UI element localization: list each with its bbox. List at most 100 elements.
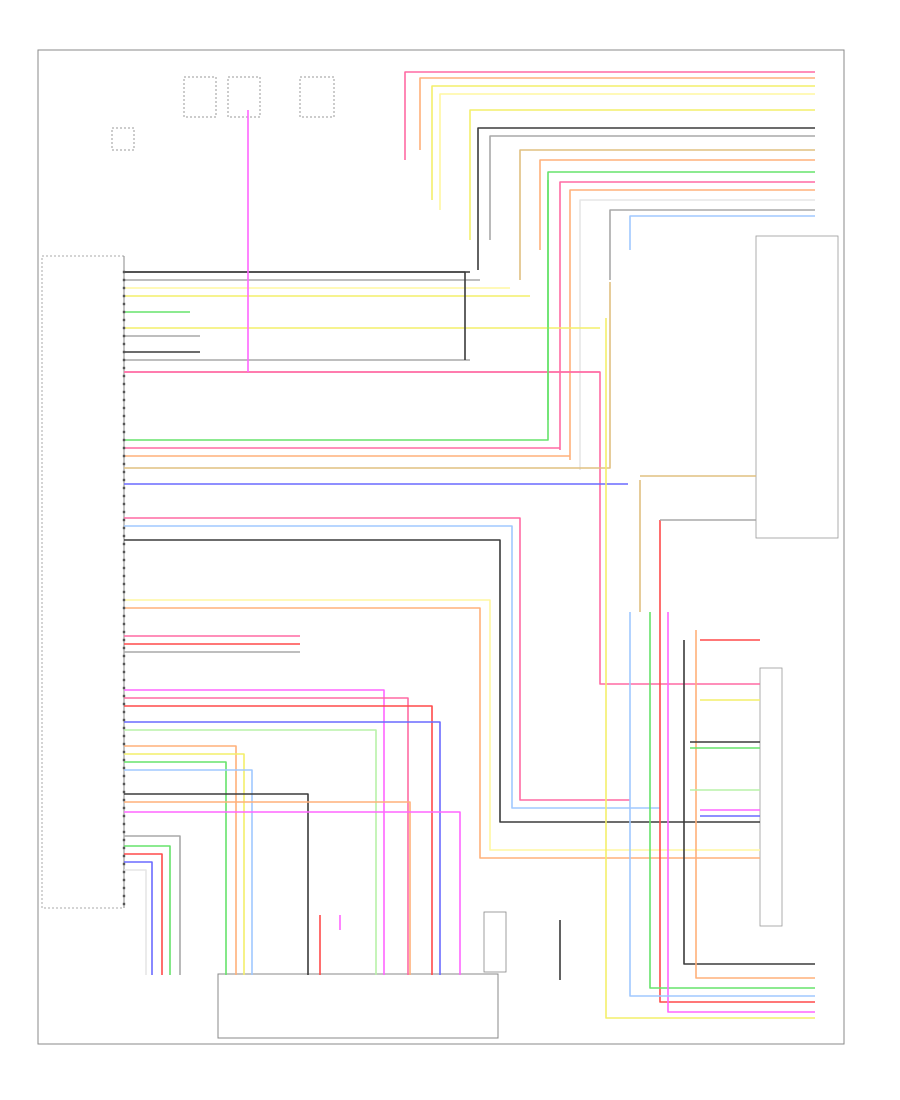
wire-52 bbox=[124, 801, 411, 975]
fuse-box-1 bbox=[183, 76, 217, 118]
connector-pin bbox=[122, 782, 126, 786]
wire-56 bbox=[124, 853, 163, 975]
connector-pin bbox=[122, 462, 126, 466]
connector-pin bbox=[122, 766, 126, 770]
wire-63 bbox=[667, 612, 815, 1013]
wire-11 bbox=[559, 181, 815, 450]
connector-pin bbox=[122, 790, 126, 794]
wire-37 bbox=[124, 599, 760, 851]
connector-pin bbox=[122, 646, 126, 650]
connector-pin bbox=[122, 718, 126, 722]
wire-9 bbox=[539, 159, 815, 250]
connector-pin bbox=[122, 294, 126, 298]
wire-26 bbox=[124, 271, 466, 360]
wire-29 bbox=[124, 180, 549, 441]
connector-pin bbox=[122, 870, 126, 874]
connector-pin bbox=[122, 582, 126, 586]
audio-unit-body bbox=[41, 255, 125, 909]
connector-pin bbox=[122, 446, 126, 450]
connector-pin bbox=[122, 358, 126, 362]
connector-pin bbox=[122, 318, 126, 322]
wire-32 bbox=[124, 282, 611, 469]
connector-pin bbox=[122, 846, 126, 850]
wire-47 bbox=[124, 745, 237, 975]
display-module-body bbox=[217, 973, 499, 1039]
wire-49 bbox=[124, 761, 227, 975]
connector-pin bbox=[122, 510, 126, 514]
wire-66 bbox=[695, 630, 815, 979]
connector-pin bbox=[122, 486, 126, 490]
connector-pin bbox=[122, 590, 126, 594]
fuse-box-3 bbox=[299, 76, 335, 118]
wire-2 bbox=[419, 77, 815, 150]
wire-65 bbox=[629, 612, 815, 997]
fuse-relay-box bbox=[111, 127, 135, 151]
connector-pin bbox=[122, 390, 126, 394]
wire-4 bbox=[439, 93, 815, 210]
wire-5 bbox=[469, 109, 815, 240]
wire-6 bbox=[477, 127, 815, 270]
connector-pin bbox=[122, 470, 126, 474]
wire-8 bbox=[519, 149, 815, 280]
connector-pin bbox=[122, 526, 126, 530]
wire-44 bbox=[124, 705, 433, 975]
wire-58 bbox=[124, 869, 147, 975]
steering-switch-body bbox=[755, 235, 839, 539]
fuse-block-group bbox=[111, 76, 335, 151]
connector-pin bbox=[122, 382, 126, 386]
connector-pin bbox=[122, 502, 126, 506]
wire-14 bbox=[609, 209, 815, 280]
connector-pin bbox=[122, 854, 126, 858]
connector-pin bbox=[122, 566, 126, 570]
connector-pin bbox=[122, 438, 126, 442]
fuse-box-2 bbox=[227, 76, 261, 118]
wire-50 bbox=[124, 769, 253, 975]
connector-pin bbox=[122, 606, 126, 610]
wire-54 bbox=[124, 835, 181, 975]
connector-pin bbox=[122, 534, 126, 538]
connector-pin bbox=[122, 622, 126, 626]
wire-42 bbox=[124, 689, 385, 975]
connector-pin bbox=[122, 686, 126, 690]
wire-7 bbox=[489, 135, 815, 240]
connector-pin bbox=[122, 742, 126, 746]
connector-pin bbox=[122, 558, 126, 562]
connector-pin bbox=[122, 430, 126, 434]
wire-45 bbox=[124, 721, 441, 975]
connector-pin bbox=[122, 342, 126, 346]
connector-pin bbox=[122, 894, 126, 898]
connector-pin bbox=[122, 286, 126, 290]
wire-1 bbox=[404, 71, 815, 160]
connector-pin bbox=[122, 574, 126, 578]
connector-pin bbox=[122, 806, 126, 810]
connector-pin bbox=[122, 422, 126, 426]
connector-pin bbox=[122, 398, 126, 402]
connector-pin bbox=[122, 678, 126, 682]
wire-62 bbox=[649, 612, 815, 989]
connector-pin bbox=[122, 758, 126, 762]
connector-pin bbox=[122, 310, 126, 314]
wire-12 bbox=[569, 189, 815, 460]
connector-pin bbox=[122, 478, 126, 482]
connector-pin bbox=[122, 838, 126, 842]
wire-group bbox=[124, 71, 815, 1019]
connector-pin bbox=[122, 406, 126, 410]
camera-module-body bbox=[483, 911, 507, 973]
wire-38 bbox=[124, 607, 760, 859]
connector-pin bbox=[122, 750, 126, 754]
connector-pin bbox=[122, 902, 126, 906]
connector-pin bbox=[122, 542, 126, 546]
connector-pin bbox=[122, 734, 126, 738]
connector-pin bbox=[122, 334, 126, 338]
connector-pin bbox=[122, 814, 126, 818]
connector-pin bbox=[122, 278, 126, 282]
connector-pin bbox=[122, 454, 126, 458]
wire-43 bbox=[124, 697, 409, 975]
connector-pin bbox=[122, 374, 126, 378]
connector-pin bbox=[122, 598, 126, 602]
connector-pin bbox=[122, 550, 126, 554]
connector-pin bbox=[122, 494, 126, 498]
connector-pin bbox=[122, 774, 126, 778]
wire-61 bbox=[659, 520, 815, 1003]
connector-pin bbox=[122, 270, 126, 274]
